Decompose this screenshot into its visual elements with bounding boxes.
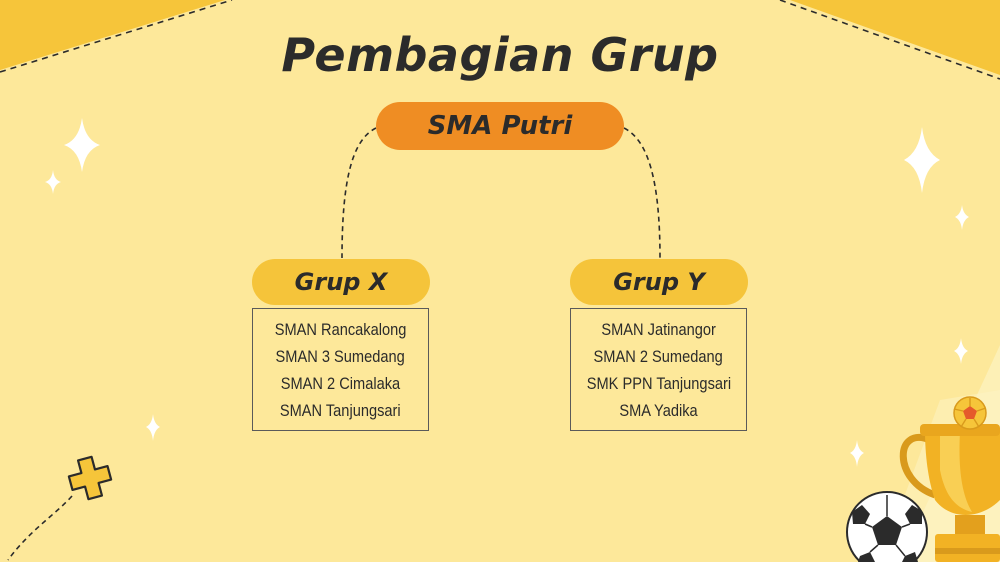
school-item: SMAN Jatinangor [601,319,716,339]
plus-icon [67,455,113,501]
connector-line-y [623,127,661,259]
corner-band-top-right [790,0,1000,75]
school-item: SMA Yadika [619,400,698,420]
dashed-line-top-right [779,0,1000,80]
corner-band-top-left [0,0,225,70]
sparkle-icon [954,338,968,364]
group-y-school-list: SMAN Jatinangor SMAN 2 Sumedang SMK PPN … [570,308,747,431]
soccer-ball-icon [846,491,928,562]
sparkle-icon [146,414,160,441]
trophy-icon [899,424,1000,562]
sparkle-icon [850,440,864,467]
sparkle-icon [955,205,969,230]
school-item: SMAN 2 Cimalaka [280,373,401,393]
connector-line-x [341,127,377,259]
dashed-line-bottom-left [7,495,73,561]
group-y-pill: Grup Y [570,259,748,305]
soccer-ball-icon [953,396,987,430]
sparkle-icon [45,170,61,194]
sparkle-icon [64,118,100,172]
sparkle-icon [904,127,940,193]
school-item: SMAN 2 Sumedang [593,346,724,366]
school-item: SMAN 3 Sumedang [275,346,406,366]
school-item: SMK PPN Tanjungsari [586,373,731,393]
school-item: SMAN Tanjungsari [280,400,401,420]
dashed-line-top-left [0,0,233,73]
root-node-pill: SMA Putri [376,102,624,150]
group-x-school-list: SMAN Rancakalong SMAN 3 Sumedang SMAN 2 … [252,308,429,431]
group-x-pill: Grup X [252,259,430,305]
school-item: SMAN Rancakalong [274,319,407,339]
page-title: Pembagian Grup [281,28,719,82]
